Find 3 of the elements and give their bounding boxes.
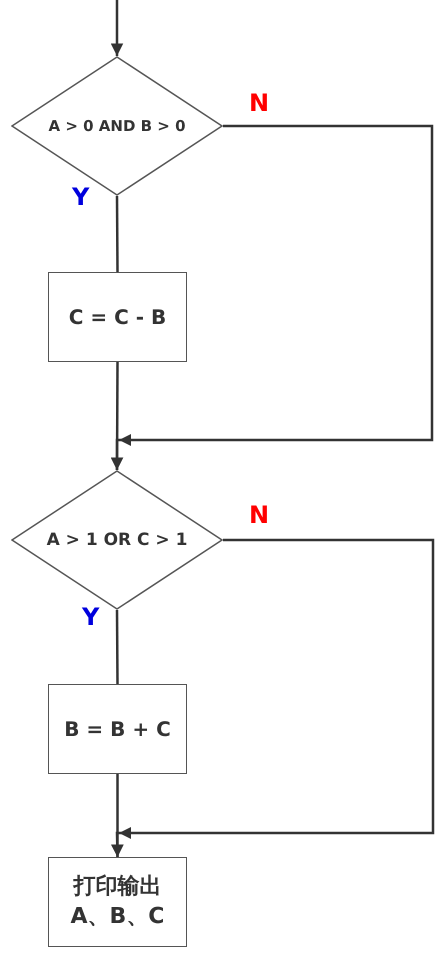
process-box: C = C - B [48, 272, 187, 362]
process-box: 打印输出A、B、C [48, 857, 187, 947]
process-box: B = B + C [48, 684, 187, 774]
